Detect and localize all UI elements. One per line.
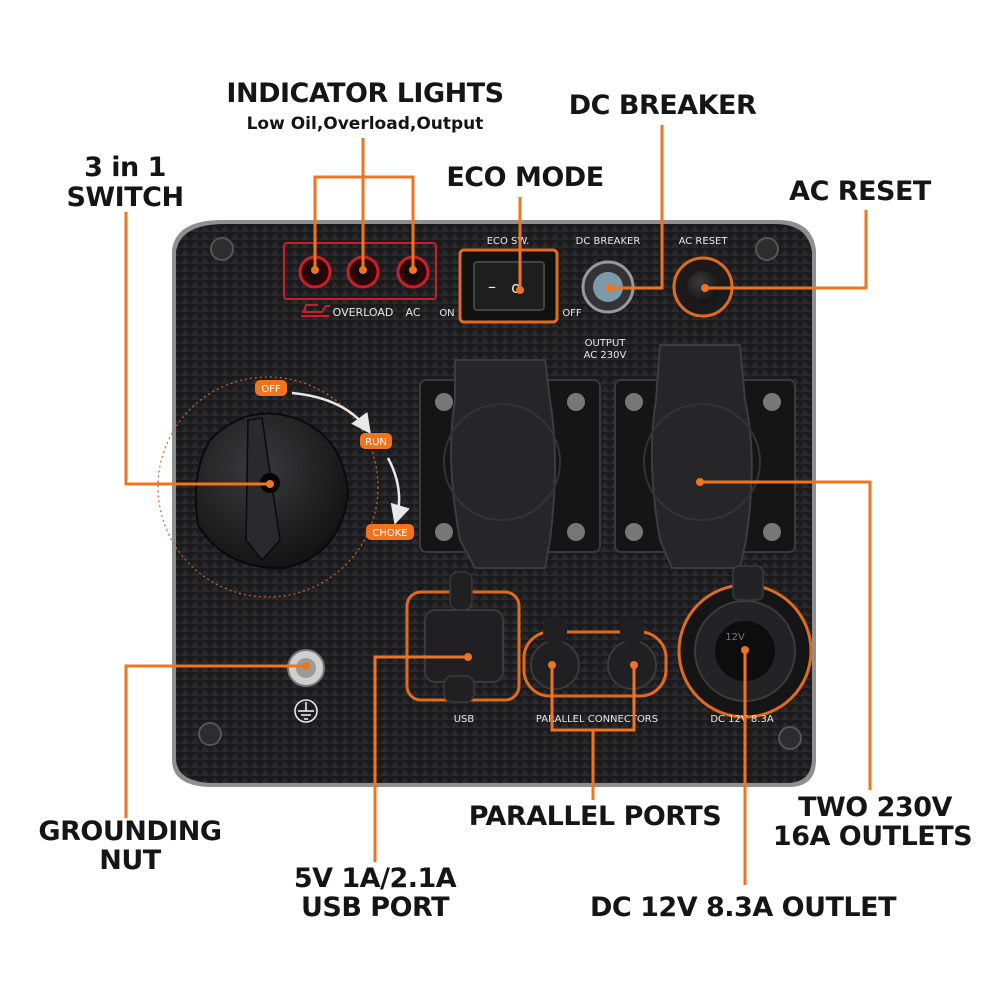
screw-icon (778, 726, 802, 750)
callout-indicator-lights: INDICATOR LIGHTS (226, 78, 504, 109)
callout-ac-reset: AC RESET (789, 176, 931, 207)
parallel-connectors-frame (522, 630, 668, 698)
svg-text:CHOKE: CHOKE (372, 528, 407, 539)
callout-dc-breaker: DC BREAKER (568, 90, 757, 121)
callout-dc-outlet: DC 12V 8.3A OUTLET (590, 892, 896, 923)
screw-icon (210, 237, 234, 261)
leader-usb (373, 655, 468, 862)
callout-usb-line2: USB PORT (300, 892, 450, 923)
leader-ac-reset (705, 210, 868, 290)
callout-grounding-line1: GROUNDING (38, 816, 222, 847)
dc-socket-label: 12V (725, 632, 745, 643)
leader-ac-outlets (700, 480, 872, 790)
rocker-dash: – (488, 277, 496, 296)
oil-can-icon (301, 304, 330, 317)
eco-sw-label: ECO SW. (487, 236, 530, 247)
callout-switch-line1: 3 in 1 (84, 152, 166, 183)
callout-outlets-line1: TWO 230V (798, 792, 952, 823)
eco-on-label: ON (439, 308, 454, 319)
ac-outlet-left[interactable] (419, 359, 601, 569)
ac-outlet-right[interactable] (614, 344, 796, 569)
svg-text:OFF: OFF (261, 384, 281, 395)
three-in-one-switch-knob[interactable] (194, 412, 350, 570)
screw-icon (755, 237, 779, 261)
dc-panel-label: DC 12V 8.3A (710, 714, 774, 725)
svg-text:RUN: RUN (365, 437, 387, 448)
overload-label: OVERLOAD (333, 306, 394, 319)
eco-off-label: OFF (562, 308, 582, 319)
switch-position-run: RUN (360, 433, 392, 449)
switch-position-choke: CHOKE (366, 524, 414, 540)
callout-grounding-line2: NUT (99, 845, 161, 876)
ground-symbol-icon (294, 699, 318, 723)
off-to-run-arrow (291, 391, 371, 435)
run-to-choke-arrow (386, 457, 410, 525)
output-label-line2: AC 230V (584, 350, 627, 361)
corner-screws (198, 237, 802, 750)
eco-rocker-switch[interactable] (473, 261, 545, 311)
callout-switch-line2: SWITCH (66, 182, 184, 213)
leader-endpoints (266, 266, 749, 670)
leader-dc-breaker (610, 125, 664, 290)
rocker-o: o (511, 278, 521, 297)
usb-port-cover[interactable] (424, 571, 504, 703)
callout-parallel-ports: PARALLEL PORTS (468, 801, 722, 832)
parallel-connectors-panel-label: PARALLEL CONNECTORS (536, 714, 658, 725)
screw-icon (198, 722, 222, 746)
leader-grounding (124, 664, 306, 818)
callout-outlets-line2: 16A OUTLETS (772, 821, 973, 852)
callout-eco-mode: ECO MODE (446, 162, 604, 193)
callout-leaders (124, 125, 872, 885)
ac-indicator-label: AC (405, 306, 420, 319)
ac-reset-panel-label: AC RESET (679, 236, 729, 247)
callout-usb-line1: 5V 1A/2.1A (293, 863, 457, 894)
usb-panel-label: USB (454, 714, 475, 725)
switch-dial-track (157, 376, 379, 598)
leader-switch (124, 212, 270, 486)
indicator-panel-frame (283, 242, 437, 300)
output-label-line1: OUTPUT (585, 338, 627, 349)
callout-indicator-lights-sub: Low Oil,Overload,Output (246, 114, 484, 134)
switch-position-off: OFF (255, 380, 287, 396)
dc-breaker-panel-label: DC BREAKER (576, 236, 641, 247)
